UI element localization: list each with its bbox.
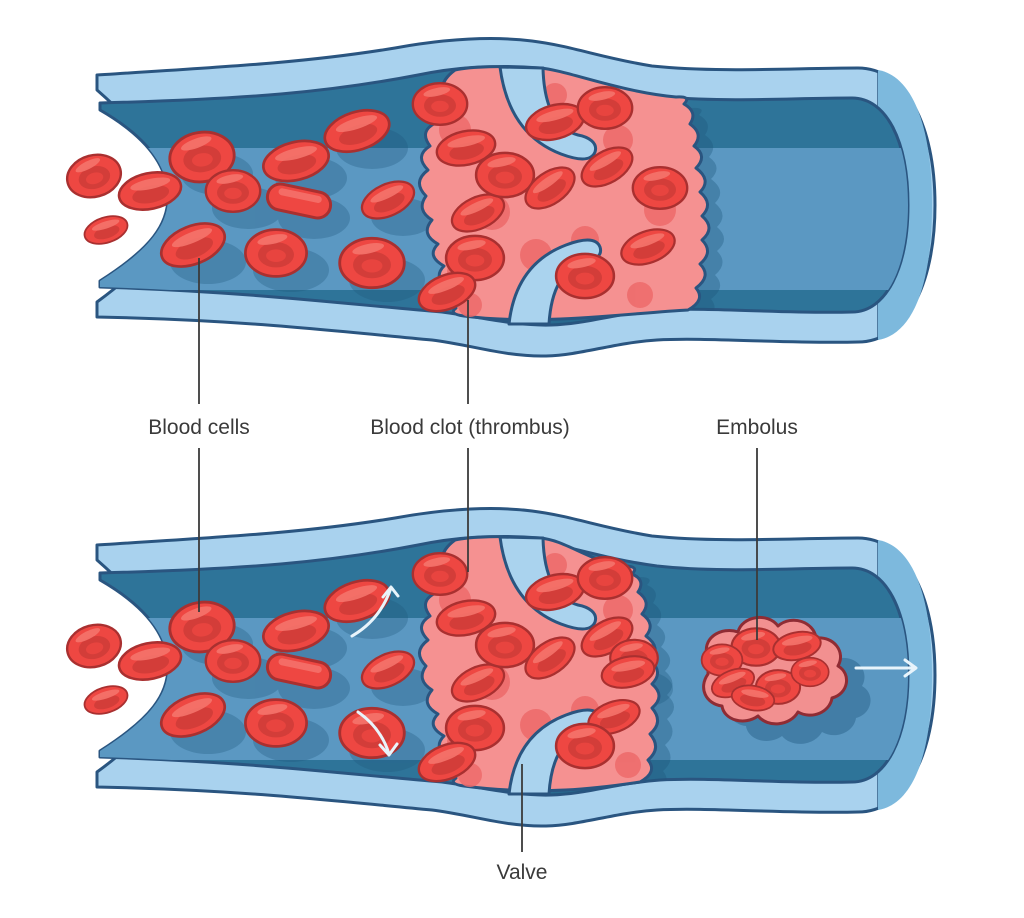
flow-arrows	[350, 585, 918, 757]
label-embolus: Embolus	[716, 416, 798, 439]
red-blood-cell	[204, 168, 262, 214]
red-blood-cell	[80, 680, 132, 720]
red-blood-cell	[61, 617, 127, 675]
red-blood-cell	[244, 228, 308, 278]
red-blood-cell	[554, 722, 616, 770]
red-blood-cell	[576, 85, 634, 131]
label-valve: Valve	[497, 861, 548, 884]
red-blood-cell	[790, 656, 830, 688]
red-blood-cell	[204, 639, 262, 683]
red-blood-cell	[338, 706, 406, 760]
red-blood-cell	[338, 236, 406, 290]
flow-arrow-right-head	[903, 658, 918, 678]
label-blood-clot: Blood clot (thrombus)	[370, 416, 570, 439]
red-blood-cell	[474, 621, 536, 669]
red-blood-cell	[411, 552, 469, 596]
red-blood-cell	[80, 210, 132, 250]
leader-lines	[198, 258, 758, 852]
red-blood-cell	[554, 252, 616, 300]
bottom-vessel-panel	[61, 509, 938, 826]
flow-arrow-down	[356, 710, 391, 756]
red-blood-cell	[474, 151, 536, 199]
red-blood-cell	[631, 165, 689, 211]
flow-arrow-up	[350, 586, 393, 638]
red-blood-cell	[61, 147, 127, 205]
red-blood-cell	[576, 556, 634, 600]
label-blood-cells: Blood cells	[148, 416, 250, 439]
red-blood-cell	[244, 698, 308, 748]
top-vessel-panel	[61, 39, 938, 356]
red-blood-cell	[411, 81, 469, 127]
flow-arrow-down-head	[378, 742, 399, 757]
flow-arrow-up-head	[381, 585, 400, 599]
